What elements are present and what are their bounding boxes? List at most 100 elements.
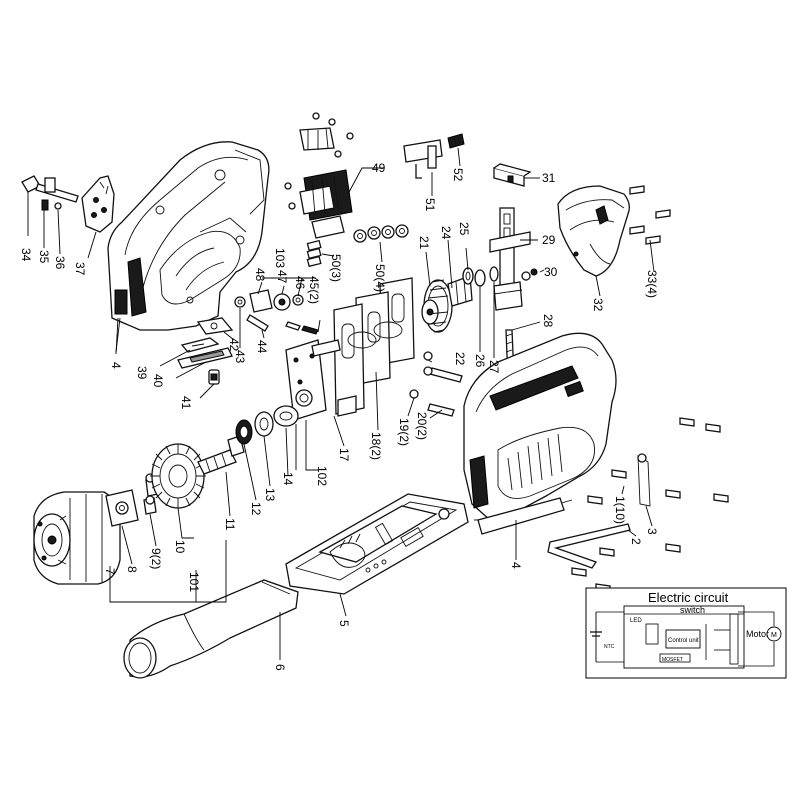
label-17: 17 [337,448,351,462]
part-37-guard [81,175,115,233]
electric-circuit-diagram: M Electric circuit switch Motor LED Cont… [585,587,787,679]
label-39: 39 [135,366,149,380]
circuit-control-label: Control unit [668,638,699,644]
svg-text:M: M [771,632,777,639]
label-24: 24 [439,226,453,240]
part-47-gear [273,293,291,311]
part-102-housing [285,339,341,421]
label-42: 42 [227,338,241,352]
circuit-switch-label: switch [680,605,705,615]
circuit-title: Electric circuit [648,590,729,605]
label-7: 7 [103,568,117,575]
label-28: 28 [541,314,555,328]
label-46: 46 [293,276,307,290]
label-14: 14 [281,472,295,486]
part-30-spring [521,268,538,281]
part-22-washer [423,351,433,361]
label-32: 32 [591,298,605,312]
part-7-motor [33,491,121,585]
part-labels: 34 35 36 37 4 39 40 41 42 43 44 45(2) 46… [19,161,659,671]
label-52: 52 [451,168,465,182]
part-14-ring [273,405,299,427]
label-36: 36 [53,256,67,270]
circuit-ntc-label: NTC [604,644,615,650]
label-35: 35 [37,250,51,264]
part-34-shaft [21,175,79,203]
part-1-screws [571,417,729,593]
label-48: 48 [253,268,267,282]
label-31: 31 [542,171,556,185]
label-47: 47 [275,270,289,284]
label-11: 11 [223,518,237,531]
label-34: 34 [19,248,33,262]
label-50-4: 50(4) [373,264,387,292]
label-51: 51 [423,198,437,212]
part-44-pin [246,314,269,332]
label-13: 13 [263,488,277,502]
part-27-ring [489,266,499,282]
part-43-washer [234,296,246,308]
label-44: 44 [255,340,269,354]
part-26-ring [474,269,486,287]
label-6: 6 [273,664,287,671]
part-18-plates [355,277,415,385]
circuit-motor-label: Motor [746,629,769,639]
label-102: 102 [315,466,329,486]
label-43: 43 [233,350,247,364]
label-25: 25 [457,222,471,236]
part-2-hex-key [547,523,631,569]
part-13-ring [254,411,274,437]
part-41-screw [208,369,220,385]
housing-right-half [463,332,617,535]
housing-left-half [107,141,270,331]
part-35-pin [41,199,62,211]
label-103: 103 [273,248,287,268]
label-45: 45(2) [307,276,321,304]
part-50-spacers-3 [306,239,322,268]
part-33-screws [629,185,671,245]
label-5: 5 [337,620,351,627]
part-42-bracket [196,317,234,335]
part-8-plate [105,489,139,527]
label-19: 19(2) [397,418,411,446]
part-51-clip [403,139,443,179]
part-48-block [249,289,273,313]
label-21: 21 [417,236,431,250]
part-25-washer [462,267,474,285]
label-2: 2 [629,538,643,545]
label-1: 1(10) [613,496,627,524]
part-50-rings-4 [353,224,409,243]
label-49: 49 [372,161,386,175]
leader-lines [27,147,655,660]
label-8: 8 [125,566,139,573]
part-19-20-screws [409,366,463,417]
part-11-shaft [197,435,245,475]
label-27: 27 [487,360,501,374]
label-41: 41 [179,396,193,410]
part-40-plate [177,347,233,369]
label-30: 30 [544,265,558,279]
label-37: 37 [73,262,87,276]
label-26: 26 [473,354,487,368]
part-32-front-cover [557,185,630,277]
label-50-3: 50(3) [329,254,343,282]
part-17-slider [333,303,377,417]
label-9: 9(2) [149,548,163,569]
part-21-gear [421,279,453,333]
part-10-fan [150,443,206,509]
label-20: 20(2) [415,412,429,440]
part-5-base-plate [285,493,469,595]
label-40: 40 [151,374,165,388]
circuit-mosfet-label: MOSFET [662,657,683,663]
label-33: 33(4) [645,270,659,298]
part-6-dust-nozzle [123,579,299,679]
label-12: 12 [249,502,263,516]
label-3: 3 [645,528,659,535]
part-3-clip [637,453,651,507]
part-39-plate [180,337,220,353]
part-52-spring [447,133,465,149]
part-29-plunger [489,207,531,311]
part-31-cap [493,163,532,187]
